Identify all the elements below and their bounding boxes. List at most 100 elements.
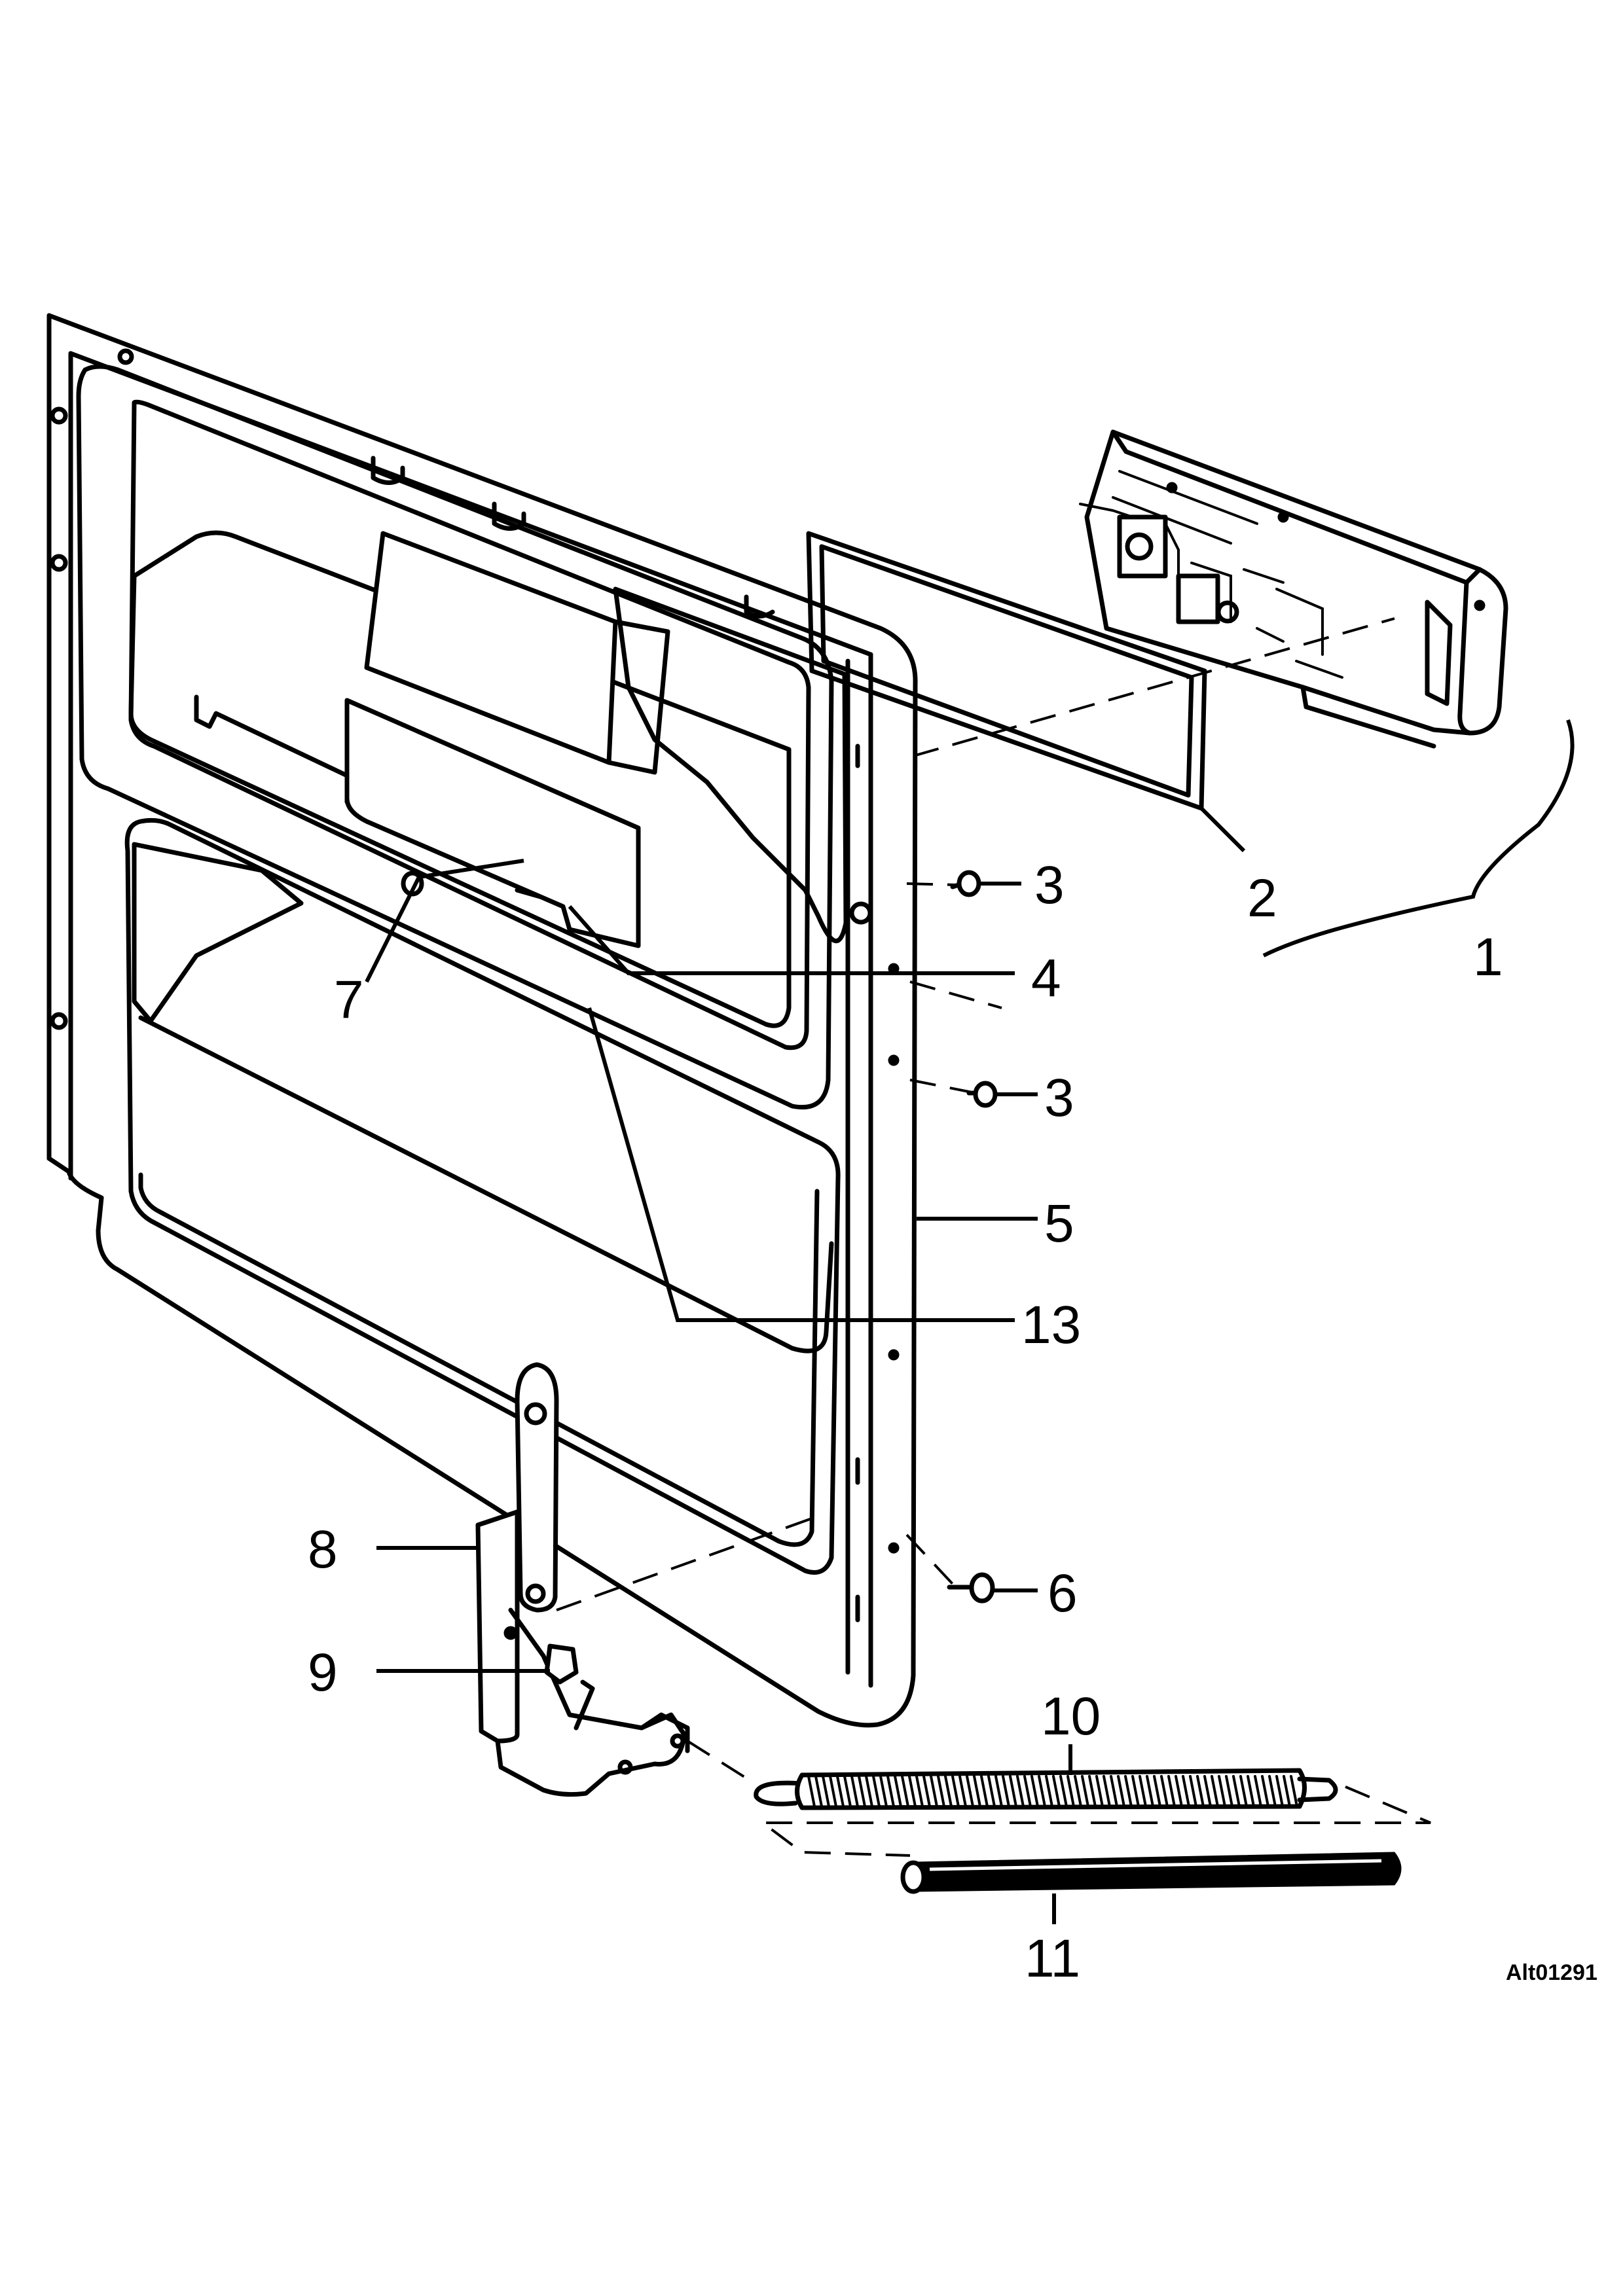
spring-coil — [872, 1775, 881, 1808]
spring-coil — [973, 1775, 981, 1808]
spring-coil — [807, 1775, 816, 1808]
hinge-spring-link — [574, 1679, 595, 1731]
mechanism-block-2 — [1176, 573, 1220, 624]
callout-7: 7 — [334, 970, 364, 1030]
spring-coil — [980, 1775, 989, 1808]
spring-coil — [958, 1775, 967, 1808]
drawing-reference-code: Alt01291 — [1506, 1960, 1597, 1985]
screw-6 — [947, 1572, 995, 1604]
control-panel-face — [1457, 580, 1472, 736]
control-panel-top — [1110, 429, 1482, 585]
spring-coil — [1038, 1775, 1046, 1808]
mechanism-dot-2 — [1277, 511, 1289, 523]
spring-coil — [1290, 1775, 1298, 1808]
spring-coil — [822, 1775, 830, 1808]
spring — [754, 1768, 1338, 1810]
spring-coil — [1189, 1775, 1197, 1808]
spring-coil — [944, 1775, 953, 1808]
door-outer-skin — [46, 313, 918, 1728]
lower-window-frame — [138, 1172, 820, 1547]
spring-coil — [1203, 1775, 1212, 1808]
mechanism-lines — [1079, 470, 1343, 679]
control-slot-edge — [606, 619, 670, 775]
spring-coil — [930, 1775, 938, 1808]
control-panel-front-box — [1425, 600, 1453, 706]
callout-numbers: 1 2 3 3 4 5 6 7 8 9 10 11 13 — [308, 855, 1503, 1988]
spring-coil — [1182, 1775, 1190, 1808]
door-panel — [46, 313, 918, 1728]
spring-coil — [1023, 1775, 1032, 1808]
spring-coil — [987, 1775, 996, 1808]
right-hole-3 — [888, 1349, 900, 1361]
spring-coil — [1268, 1775, 1277, 1808]
spring-coil — [1160, 1775, 1169, 1808]
hinge-lower-hole — [525, 1583, 546, 1604]
spring-coil — [1167, 1775, 1176, 1808]
sleeve-highlight — [929, 1859, 1382, 1871]
spring-coil — [901, 1775, 909, 1808]
leader-13 — [587, 1007, 1015, 1322]
spring-coil — [858, 1775, 866, 1808]
mechanism-dot-1 — [1166, 482, 1178, 493]
spring-coil — [951, 1775, 960, 1808]
spring-coil — [1095, 1775, 1104, 1808]
leader-7 — [365, 859, 524, 983]
spring-coil — [915, 1775, 924, 1808]
spring-coil — [1009, 1775, 1017, 1808]
spring-hook-left — [754, 1780, 805, 1806]
mechanism-screw — [1216, 600, 1239, 624]
spring-coil — [1139, 1775, 1147, 1808]
spring-coil — [1088, 1775, 1097, 1808]
spring-coil — [1211, 1775, 1219, 1808]
top-tab-3 — [744, 594, 775, 619]
callout-8: 8 — [308, 1520, 338, 1579]
hinge-nut — [544, 1643, 579, 1685]
callout-3-upper: 3 — [1034, 855, 1065, 915]
spring-coil — [1002, 1775, 1010, 1808]
right-hole-2 — [888, 1054, 900, 1066]
mechanism-dot-3 — [1474, 600, 1486, 611]
spring-coil — [1059, 1775, 1068, 1808]
callout-1: 1 — [1473, 927, 1503, 987]
lower-panel-inner — [138, 1015, 834, 1354]
spring-coil — [1124, 1775, 1133, 1808]
spring-coil — [843, 1775, 852, 1808]
spring-coil — [1275, 1775, 1284, 1808]
spring-coil — [1261, 1775, 1269, 1808]
spring-coil — [922, 1775, 931, 1808]
spring-coil — [1283, 1775, 1291, 1808]
sleeve-body — [908, 1852, 1402, 1892]
spring-coil — [1131, 1775, 1140, 1808]
spring-coil — [1110, 1775, 1118, 1808]
hinge-arm-upper — [515, 1362, 559, 1613]
spring-coil — [1196, 1775, 1205, 1808]
control-panel-unit — [1079, 429, 1575, 958]
callout-13: 13 — [1021, 1295, 1081, 1355]
spring-coil — [1175, 1775, 1183, 1808]
callout-10: 10 — [1041, 1687, 1101, 1746]
spring-coil — [908, 1775, 917, 1808]
spring-coil — [1030, 1775, 1039, 1808]
screw-3-upper — [950, 870, 981, 897]
callout-6: 6 — [1048, 1564, 1078, 1623]
spring-coil — [1225, 1775, 1233, 1808]
spring-coil — [1254, 1775, 1262, 1808]
sleeve-end — [900, 1860, 926, 1894]
callout-leaders — [365, 806, 1246, 1924]
spring-coil — [886, 1775, 895, 1808]
right-screw-hole — [849, 901, 873, 925]
top-tab-2 — [492, 501, 526, 531]
hinge-tab — [639, 1712, 690, 1753]
spring-coils — [807, 1775, 1298, 1808]
spring-coil — [1153, 1775, 1161, 1808]
mount-hole-2 — [50, 554, 68, 572]
hinge-pin — [503, 1626, 518, 1640]
spring-coil — [894, 1775, 902, 1808]
callout-4: 4 — [1031, 948, 1061, 1008]
spring-coil — [850, 1775, 859, 1808]
hinge-assembly — [475, 1362, 690, 1797]
leader-4 — [568, 905, 1015, 975]
spring-coil — [879, 1775, 888, 1808]
